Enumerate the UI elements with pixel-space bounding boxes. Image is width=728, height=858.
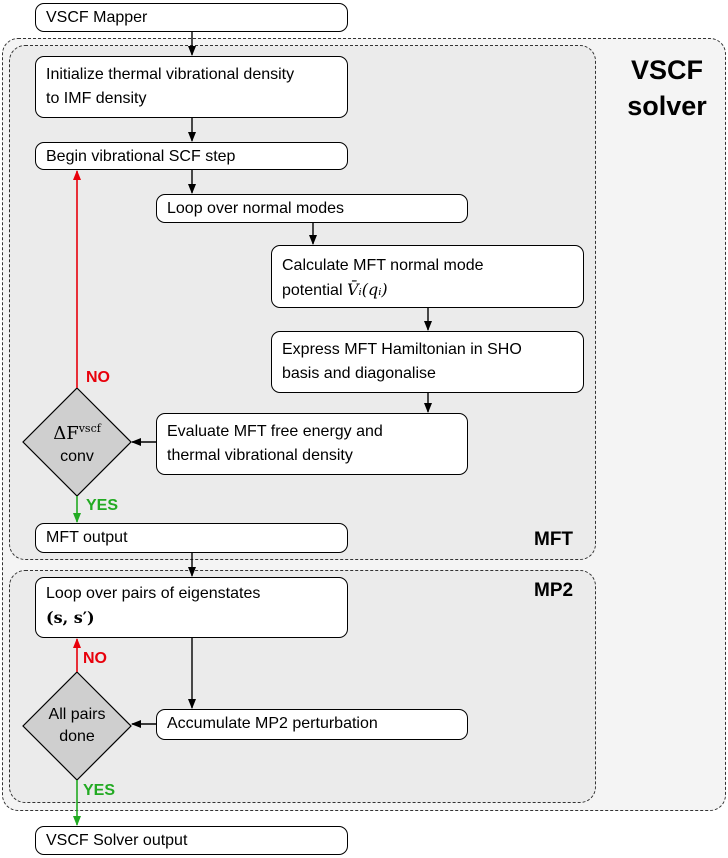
init-density-line1: Initialize thermal vibrational density	[46, 66, 295, 83]
loop-pairs-line1: Loop over pairs of eigenstates	[46, 585, 261, 602]
scf-conv-sup: vscf	[78, 422, 101, 435]
eval-free-energy-line2: thermal vibrational density	[167, 447, 353, 464]
pairs-no-label: NO	[83, 650, 107, 667]
init-density-box: Initialize thermal vibrational density t…	[35, 56, 348, 118]
calc-potential-math: V̄ᵢ(qᵢ)	[346, 280, 388, 299]
loop-modes-text: Loop over normal modes	[167, 200, 344, 217]
express-hamiltonian-box: Express MFT Hamiltonian in SHO basis and…	[271, 331, 584, 393]
loop-modes-box: Loop over normal modes	[156, 194, 468, 223]
pairs-done-line2: done	[59, 728, 95, 745]
init-density-line2: to IMF density	[46, 90, 147, 107]
accumulate-mp2-text: Accumulate MP2 perturbation	[167, 715, 378, 732]
pairs-yes-label: YES	[83, 782, 116, 799]
loop-pairs-box: Loop over pairs of eigenstates (s, s′)	[35, 577, 348, 638]
vscf-solver-title-line1: VSCF	[630, 55, 703, 85]
eval-free-energy-box: Evaluate MFT free energy and thermal vib…	[156, 413, 468, 475]
pairs-done-text: All pairs done	[27, 704, 127, 748]
begin-scf-text: Begin vibrational SCF step	[46, 148, 236, 165]
eval-free-energy-line1: Evaluate MFT free energy and	[167, 423, 383, 440]
vscf-solver-output-box: VSCF Solver output	[35, 826, 348, 855]
vscf-solver-title: VSCF solver	[612, 52, 722, 124]
express-hamiltonian-line1: Express MFT Hamiltonian in SHO	[282, 341, 522, 358]
accumulate-mp2-box: Accumulate MP2 perturbation	[156, 709, 468, 740]
scf-no-label: NO	[86, 369, 110, 386]
vscf-solver-output-text: VSCF Solver output	[46, 832, 188, 849]
calc-potential-line2: potential V̄ᵢ(qᵢ)	[282, 278, 573, 303]
calc-potential-line1: Calculate MFT normal mode	[282, 257, 484, 274]
mft-output-text: MFT output	[46, 529, 128, 546]
express-hamiltonian-line2: basis and diagonalise	[282, 365, 436, 382]
mft-label: MFT	[534, 529, 574, 550]
scf-conv-delta-f: ΔF	[53, 423, 79, 444]
pairs-done-line1: All pairs	[48, 706, 106, 723]
mft-output-box: MFT output	[35, 523, 348, 553]
scf-conv-word: conv	[60, 448, 94, 465]
scf-conv-text: ΔFvscf conv	[27, 418, 127, 468]
calc-potential-box: Calculate MFT normal mode potential V̄ᵢ(…	[271, 245, 584, 308]
begin-scf-box: Begin vibrational SCF step	[35, 142, 348, 170]
vscf-solver-title-line2: solver	[627, 91, 707, 121]
vscf-mapper-text: VSCF Mapper	[46, 9, 148, 26]
calc-potential-word: potential	[282, 282, 343, 299]
vscf-mapper-box: VSCF Mapper	[35, 3, 348, 32]
scf-yes-label: YES	[86, 497, 119, 514]
loop-pairs-math: (s, s′)	[46, 608, 95, 627]
scf-conv-math: ΔFvscf	[53, 422, 101, 444]
mp2-label: MP2	[534, 580, 574, 601]
